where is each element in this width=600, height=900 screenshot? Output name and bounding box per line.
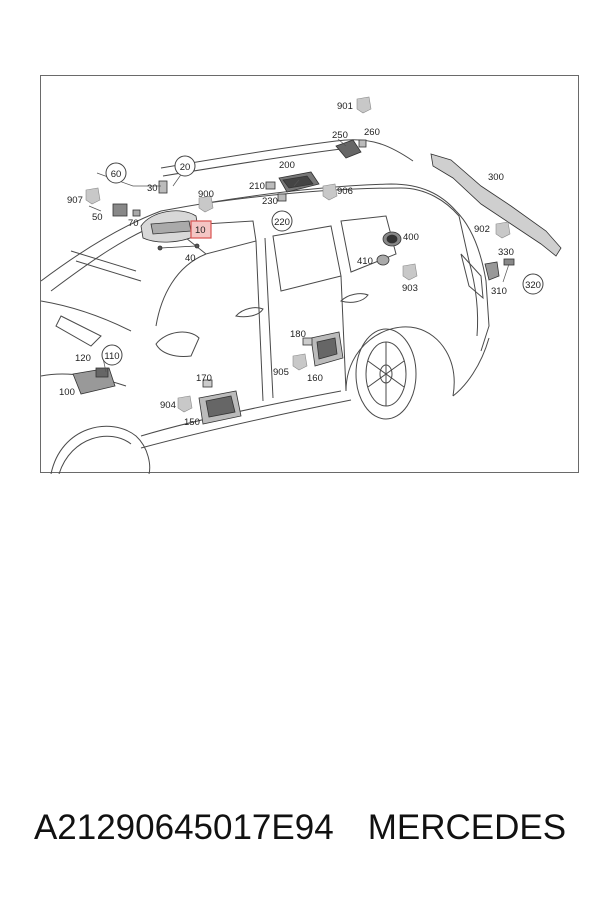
parts [72,139,562,425]
part-label-903: 903 [402,283,418,294]
part-caption: A21290645017E94 MERCEDES [0,808,600,848]
part-label-904: 904 [160,400,176,411]
part-label-100: 100 [59,387,75,398]
part-label-900: 900 [198,189,214,200]
car-outline [41,139,490,474]
part-label-230: 230 [262,196,278,207]
callout-60: 60 [111,169,122,180]
part-label-70: 70 [128,218,139,229]
part-labels: 901 250 260 200 210 906 230 300 907 30 9… [59,101,514,428]
part-label-400: 400 [403,232,419,243]
part-label-210: 210 [249,181,265,192]
part-label-120: 120 [75,353,91,364]
part-label-50: 50 [92,212,103,223]
part-number: A21290645017E94 [33,808,334,847]
callout-220: 220 [274,217,290,228]
callout-110: 110 [104,351,119,362]
part-label-902: 902 [474,224,490,235]
part-label-310: 310 [491,286,507,297]
part-label-180: 180 [290,329,306,340]
callout-320: 320 [525,280,541,291]
part-label-300: 300 [488,172,504,183]
part-label-30: 30 [147,183,158,194]
part-label-250: 250 [332,130,348,141]
part-label-160: 160 [307,373,323,384]
part-label-330: 330 [498,247,514,258]
part-label-150: 150 [184,417,200,428]
part-label-907: 907 [67,195,83,206]
part-label-200: 200 [279,160,295,171]
circled-callouts [101,155,544,366]
parts-diagram: 60 20 220 110 320 10 901 250 260 200 210… [40,75,579,474]
part-label-905: 905 [273,367,289,378]
part-label-40: 40 [185,253,196,264]
reference-flags [85,96,511,413]
callout-20: 20 [180,162,191,173]
circled-callout-labels: 60 20 220 110 320 [104,162,541,362]
part-label-10: 10 [195,225,206,236]
car-interior-lighting-diagram: 60 20 220 110 320 10 901 250 260 200 210… [41,96,562,474]
part-label-906: 906 [337,186,353,197]
part-label-260: 260 [364,127,380,138]
highlighted-part: 10 [190,220,212,239]
brand-name: MERCEDES [367,808,567,847]
part-label-901: 901 [337,101,353,112]
part-label-410: 410 [357,256,373,267]
part-label-170: 170 [196,373,212,384]
